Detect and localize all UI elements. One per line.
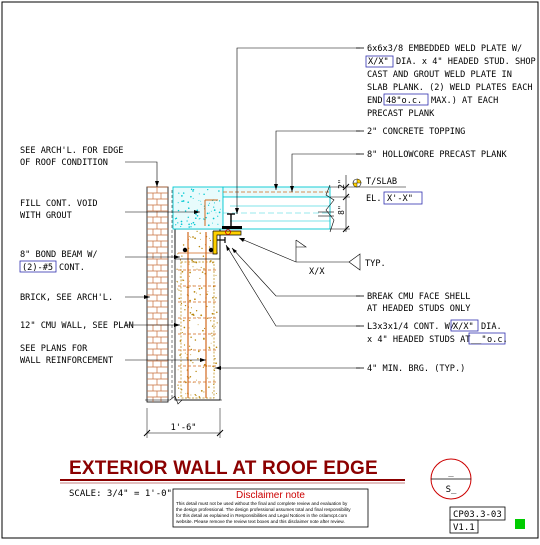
angle-line-3: x 4" HEADED STUDS AT (367, 335, 470, 345)
version: V1.1 (453, 523, 475, 533)
bond-beam (174, 228, 221, 260)
weld-plate-dia: X/X" (368, 57, 389, 67)
note-cmu-wall: 12" CMU WALL, SEE PLAN (20, 321, 134, 331)
sheet-code: CP03.3-03 (453, 510, 502, 520)
disclaimer-line-4: website. Please remove the review text b… (176, 519, 345, 524)
weld-plate-line-3: CAST AND GROUT WELD PLATE IN (367, 70, 512, 80)
dimension-width: 1'-6" (143, 408, 224, 438)
note-min-brg: 4" MIN. BRG. (TYP.) (367, 364, 465, 374)
break-cmu-line-2: AT HEADED STUDS ONLY (367, 304, 471, 314)
weld-plate-spacing-box (383, 93, 429, 106)
weld-plate-spacing: 48"o.c. (386, 96, 422, 106)
cmu-wall (145, 228, 222, 405)
note-hollowcore: 8" HOLLOWCORE PRECAST PLANK (367, 150, 508, 160)
note-weld-plate: 6x6x3/8 EMBEDDED WELD PLATE W/ X/X" DIA.… (365, 44, 536, 119)
status-indicator (515, 519, 525, 529)
dim-2-text: 2" (337, 179, 346, 189)
angle-spacing: __" (471, 335, 487, 345)
weld-symbol-text: X/X (309, 267, 325, 277)
version-box (449, 519, 479, 534)
dim-width-text: 1'-6" (171, 423, 197, 433)
leader-lines (125, 47, 361, 369)
note-typ: TYP. (365, 259, 386, 269)
elevation-marker: T/SLAB EL. X'-X" (352, 177, 423, 205)
angle-dia-box (450, 319, 479, 332)
title-block: EXTERIOR WALL AT ROOF EDGE SCALE: 3/4" =… (60, 458, 525, 534)
bond-beam-line-2: CONT. (59, 263, 85, 273)
el-label: EL. (366, 194, 382, 204)
dimension-plank-depth: 2" 8" (330, 175, 356, 233)
section-sheet: S_ (446, 485, 457, 495)
fill-void-line-2: WITH GROUT (20, 211, 72, 221)
see-archl-line-2: OF ROOF CONDITION (20, 158, 108, 168)
section-number: _ (448, 468, 454, 478)
see-plans-line-1: SEE PLANS FOR (20, 344, 88, 354)
weld-plate-line-7: PRECAST PLANK (367, 109, 435, 119)
t-slab-label: T/SLAB (366, 177, 397, 187)
disclaimer-heading: Disclaimer note (236, 490, 305, 501)
embedded-weld-plate (222, 213, 242, 229)
bond-beam-bars: (2)-#5 (22, 263, 53, 273)
brick-veneer (146, 186, 169, 403)
steel-angle (212, 229, 242, 255)
dim-8-text: 8" (337, 205, 346, 215)
angle-spacing-box (468, 332, 506, 345)
weld-plate-line-1: 6x6x3/8 EMBEDDED WELD PLATE W/ (367, 44, 522, 54)
fill-void-line-1: FILL CONT. VOID (20, 199, 98, 209)
bond-beam-review-box (19, 260, 57, 273)
weld-plate-line-2: DIA. x 4" HEADED STUD. SHOP (396, 57, 536, 67)
note-break-cmu: BREAK CMU FACE SHELL AT HEADED STUDS ONL… (367, 292, 471, 314)
disclaimer-line-1: This detail must not be used without the… (176, 501, 348, 506)
hollowcore-plank (222, 184, 335, 233)
detail-scale: SCALE: 3/4" = 1'-0" (69, 489, 172, 499)
disclaimer-line-2: the design professional. The design prof… (176, 507, 351, 512)
note-see-plans: SEE PLANS FOR WALL REINFORCEMENT (20, 344, 113, 366)
angle-line-2: DIA. (481, 322, 502, 332)
note-see-archl-edge: SEE ARCH'L. FOR EDGE OF ROOF CONDITION (20, 146, 123, 168)
note-angle: L3x3x1/4 CONT. W/ X/X" DIA. x 4" HEADED … (367, 319, 508, 345)
bond-beam-bar-1 (182, 247, 188, 253)
bond-beam-line-1: 8" BOND BEAM W/ (20, 250, 98, 260)
break-cmu-line-1: BREAK CMU FACE SHELL (367, 292, 470, 302)
note-brick: BRICK, SEE ARCH'L. (20, 293, 113, 303)
note-fill-void: FILL CONT. VOID WITH GROUT (20, 199, 98, 221)
roof-edge-concrete (172, 186, 224, 230)
angle-dia: X/X" (453, 322, 474, 332)
angle-line-4: o.c. (487, 335, 508, 345)
note-concrete-topping: 2" CONCRETE TOPPING (367, 127, 465, 137)
el-value: X'-X" (387, 194, 413, 204)
weld-plate-dia-box (365, 55, 394, 68)
disclaimer-box (172, 488, 369, 528)
see-archl-line-1: SEE ARCH'L. FOR EDGE (20, 146, 123, 156)
angle-line-1: L3x3x1/4 CONT. W/ (367, 322, 455, 332)
weld-plate-line-5: END (367, 96, 383, 106)
leader-ticks (356, 47, 364, 369)
see-plans-line-2: WALL REINFORCEMENT (20, 356, 113, 366)
disclaimer-line-3: for this detail as explained in Responsi… (176, 513, 347, 518)
weld-plate-line-6: MAX.) AT EACH (431, 96, 498, 106)
leader-arrows (144, 181, 294, 370)
bond-beam-bar-2 (208, 247, 214, 253)
el-review-box (383, 191, 423, 205)
detail-title: EXTERIOR WALL AT ROOF EDGE (69, 458, 378, 479)
weld-plate-line-4: SLAB PLANK. (2) WELD PLATES EACH (367, 83, 533, 93)
note-bond-beam: 8" BOND BEAM W/ (2)-#5 CONT. (19, 250, 98, 273)
